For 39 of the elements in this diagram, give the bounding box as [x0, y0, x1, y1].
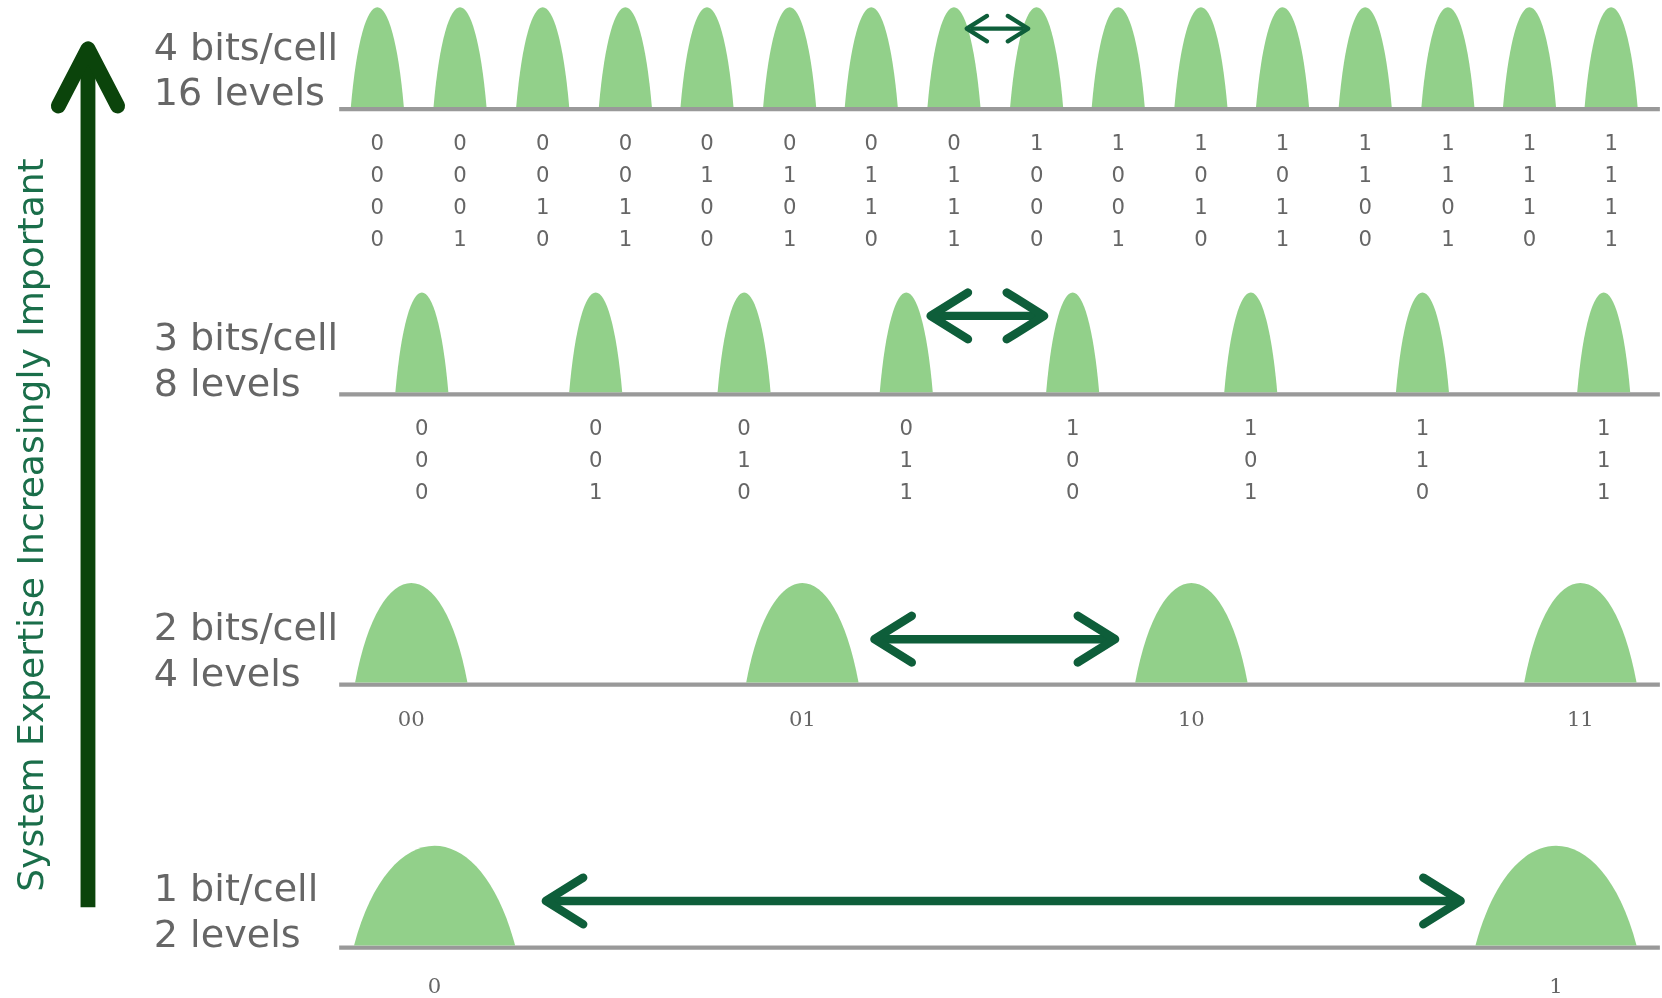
bit-code: 01 — [787, 704, 817, 733]
bit-code: 0 0 1 1 — [617, 129, 634, 253]
level-count-label: 2 levels — [153, 914, 301, 953]
bit-code: 0 1 0 0 — [699, 129, 715, 253]
bit-code: 1 1 1 — [1595, 414, 1612, 506]
bit-code: 0 0 1 — [587, 414, 604, 506]
bit-code: 0 1 1 — [898, 414, 914, 506]
bit-code: 11 — [1565, 704, 1595, 733]
bit-code: 1 0 1 0 — [1193, 129, 1209, 253]
bit-code: 1 1 0 — [1414, 414, 1431, 506]
bit-code: 1 0 0 0 — [1028, 129, 1045, 253]
bit-code: 0 0 1 0 — [534, 129, 551, 253]
bit-code: 1 0 1 — [1243, 414, 1259, 506]
bit-code: 0 1 0 1 — [781, 129, 798, 253]
bit-code: 0 1 0 — [736, 414, 752, 506]
level-count-label: 16 levels — [153, 73, 325, 112]
bit-code: 1 0 0 — [1064, 414, 1081, 506]
bits-per-cell-label: 1 bit/cell — [153, 869, 319, 908]
level-count-label: 8 levels — [153, 363, 301, 402]
bit-code: 0 — [426, 971, 443, 998]
bits-per-cell-label: 3 bits/cell — [153, 318, 339, 357]
bit-code: 1 1 1 1 — [1603, 129, 1619, 253]
bit-code: 0 0 0 0 — [369, 129, 386, 253]
bit-code: 1 0 1 1 — [1274, 129, 1291, 253]
bit-code: 1 0 0 1 — [1110, 129, 1126, 253]
bit-code: 0 1 1 1 — [946, 129, 962, 253]
bits-per-cell-label: 2 bits/cell — [153, 608, 339, 647]
bit-code: 1 — [1548, 971, 1564, 998]
axis-title: System Expertise Increasingly Important — [9, 157, 51, 892]
bit-code: 0 1 1 0 — [863, 129, 879, 253]
bit-code: 10 — [1176, 704, 1206, 733]
bit-code: 1 1 0 0 — [1357, 129, 1373, 253]
bit-code: 0 0 0 1 — [452, 129, 468, 253]
level-count-label: 4 levels — [153, 654, 301, 693]
bit-code: 1 1 1 0 — [1521, 129, 1538, 253]
bits-per-cell-label: 4 bits/cell — [153, 27, 339, 66]
bit-code: 0 0 0 — [414, 414, 430, 506]
bit-code: 1 1 0 1 — [1440, 129, 1456, 253]
bit-code: 00 — [396, 704, 426, 733]
